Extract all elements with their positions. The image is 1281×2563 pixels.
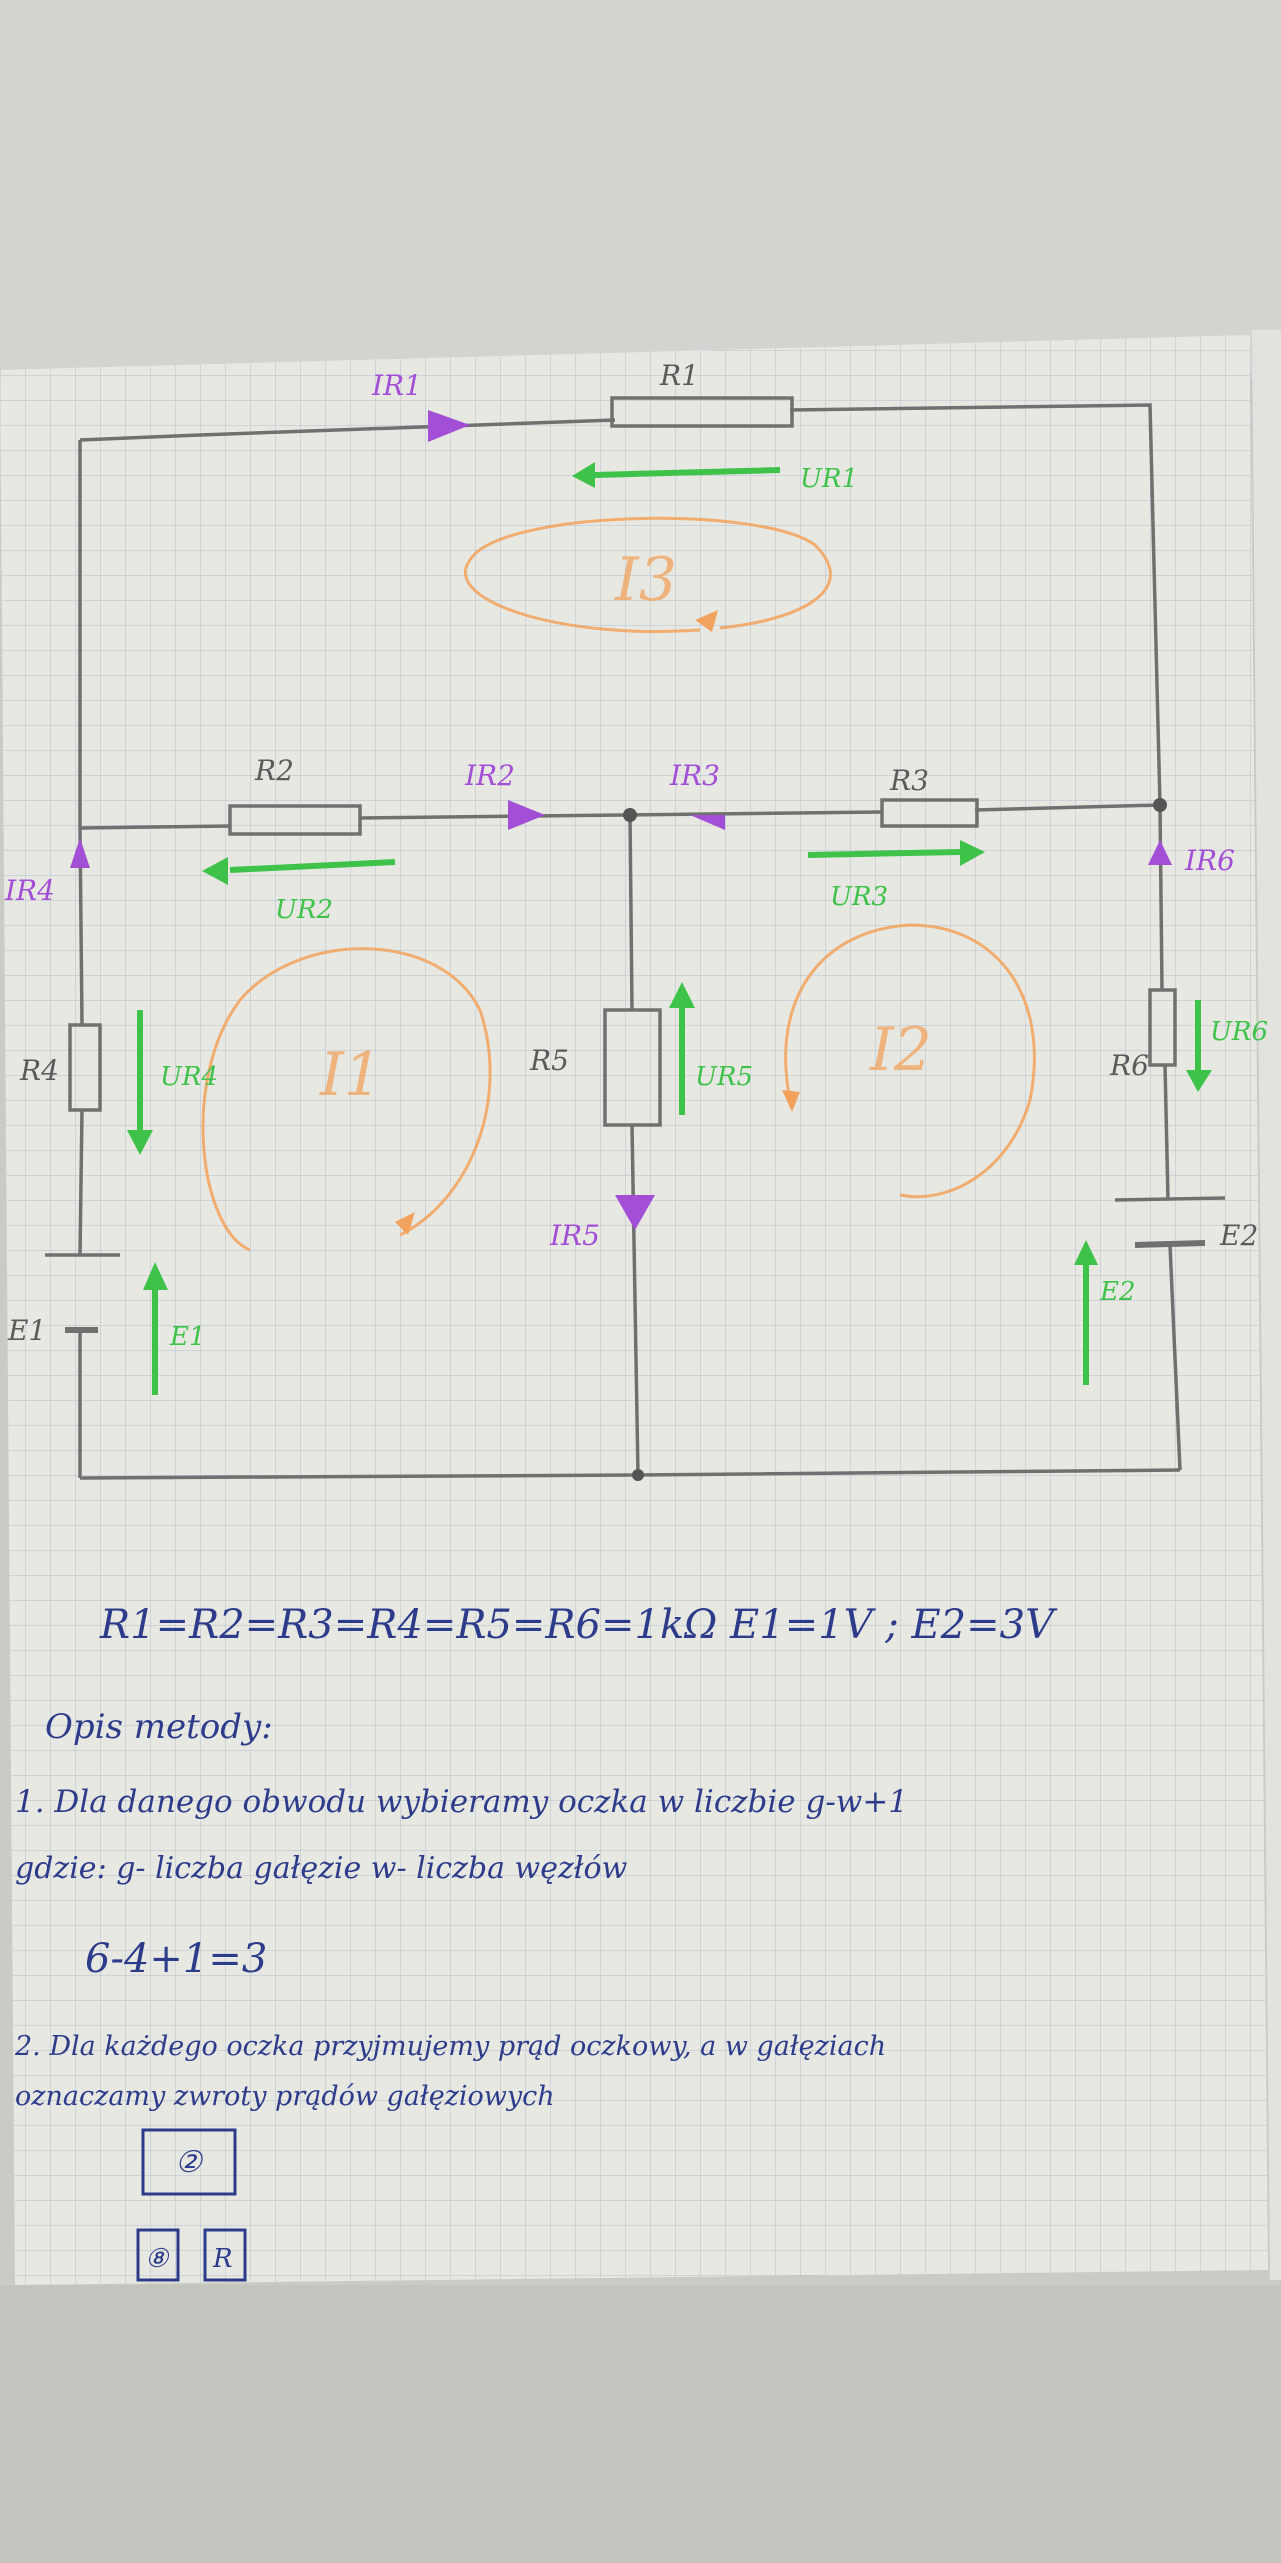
label-r6: R6 — [1109, 1049, 1149, 1082]
arrow-ur3 — [960, 840, 985, 866]
circuit-nodes — [623, 798, 1167, 1481]
label-ue2: E2 — [1099, 1277, 1136, 1307]
box-mark-1-text: ② — [175, 2145, 204, 2180]
resistor-r6 — [1148, 988, 1177, 1067]
label-ur5: UR5 — [695, 1062, 753, 1092]
arrow-ir2 — [508, 800, 545, 830]
boxed-marks — [136, 2128, 247, 2282]
loop-i3-arrow — [695, 610, 718, 632]
resistor-r3 — [880, 798, 979, 828]
label-e2: E2 — [1219, 1219, 1258, 1252]
resistor-r4 — [68, 1023, 102, 1112]
step-1-result: 6-4+1=3 — [85, 1936, 267, 1982]
box-mark-3 — [203, 2228, 247, 2282]
label-ur3: UR3 — [830, 882, 888, 912]
box-mark-3-text: R — [212, 2244, 233, 2274]
label-ur2: UR2 — [275, 895, 333, 925]
loop-currents — [201, 516, 1036, 1252]
resistor-r2 — [228, 804, 362, 836]
arrow-ir5 — [615, 1195, 655, 1230]
arrow-ir1 — [428, 410, 470, 442]
desk-surface — [0, 2285, 1281, 2563]
label-loop-i2: I2 — [869, 1015, 932, 1085]
arrow-e1 — [143, 1262, 168, 1290]
label-ue1: E1 — [169, 1322, 206, 1352]
arrow-ir4 — [70, 838, 90, 868]
arrow-ir6 — [1148, 840, 1172, 865]
resistors — [68, 396, 1177, 1127]
label-ur4: UR4 — [160, 1062, 218, 1092]
arrow-e2 — [1074, 1240, 1098, 1265]
label-ir1: IR1 — [371, 369, 422, 402]
box-mark-1 — [141, 2128, 237, 2196]
right-page-edge — [1252, 330, 1281, 2280]
box-mark-2 — [136, 2228, 180, 2282]
label-r3: R3 — [889, 764, 929, 797]
resistor-r1 — [610, 396, 794, 428]
label-ir3: IR3 — [669, 759, 720, 792]
step-1-line-2: gdzie: g- liczba gałęzie w- liczba węzłó… — [15, 1851, 628, 1886]
arrow-ur2 — [202, 857, 228, 885]
label-r2: R2 — [254, 754, 294, 787]
current-arrows — [70, 410, 1172, 1230]
arrow-ur5 — [669, 982, 695, 1008]
label-ir5: IR5 — [549, 1219, 600, 1252]
arrow-ur4 — [127, 1130, 153, 1155]
label-loop-i1: I1 — [319, 1040, 382, 1110]
label-ur6: UR6 — [1210, 1017, 1268, 1047]
loop-i2-circle — [784, 923, 1036, 1199]
given-values: R1=R2=R3=R4=R5=R6=1kΩ E1=1V ; E2=3V — [99, 1602, 1058, 1648]
step-2-line-1: 2. Dla każdego oczka przyjmujemy prąd oc… — [14, 2031, 886, 2062]
box-mark-2-text: ⑧ — [145, 2244, 170, 2274]
voltage-arrows — [127, 462, 1212, 1395]
step-1-line-1: 1. Dla danego obwodu wybieramy oczka w l… — [15, 1784, 908, 1820]
step-2-line-2: oznaczamy zwroty prądów gałęziowych — [15, 2081, 555, 2112]
arrow-ur6 — [1186, 1070, 1212, 1092]
upper-page — [0, 0, 1281, 380]
loop-i1-circle — [201, 947, 492, 1252]
label-ur1: UR1 — [800, 464, 858, 494]
label-r5: R5 — [529, 1044, 569, 1077]
loop-i1-arrow — [395, 1212, 415, 1235]
loop-i3-circle — [463, 516, 832, 634]
label-e1: E1 — [7, 1314, 46, 1347]
arrow-ir3 — [690, 815, 725, 830]
label-loop-i3: I3 — [614, 545, 677, 615]
label-r1: R1 — [659, 359, 699, 392]
label-ir6: IR6 — [1184, 844, 1235, 877]
arrow-ur1 — [572, 462, 595, 488]
resistor-r5 — [603, 1008, 662, 1127]
method-heading: Opis metody: — [45, 1707, 273, 1747]
label-ir4: IR4 — [4, 874, 55, 907]
label-r4: R4 — [19, 1054, 59, 1087]
label-ir2: IR2 — [464, 759, 515, 792]
loop-i2-arrow — [782, 1090, 800, 1112]
